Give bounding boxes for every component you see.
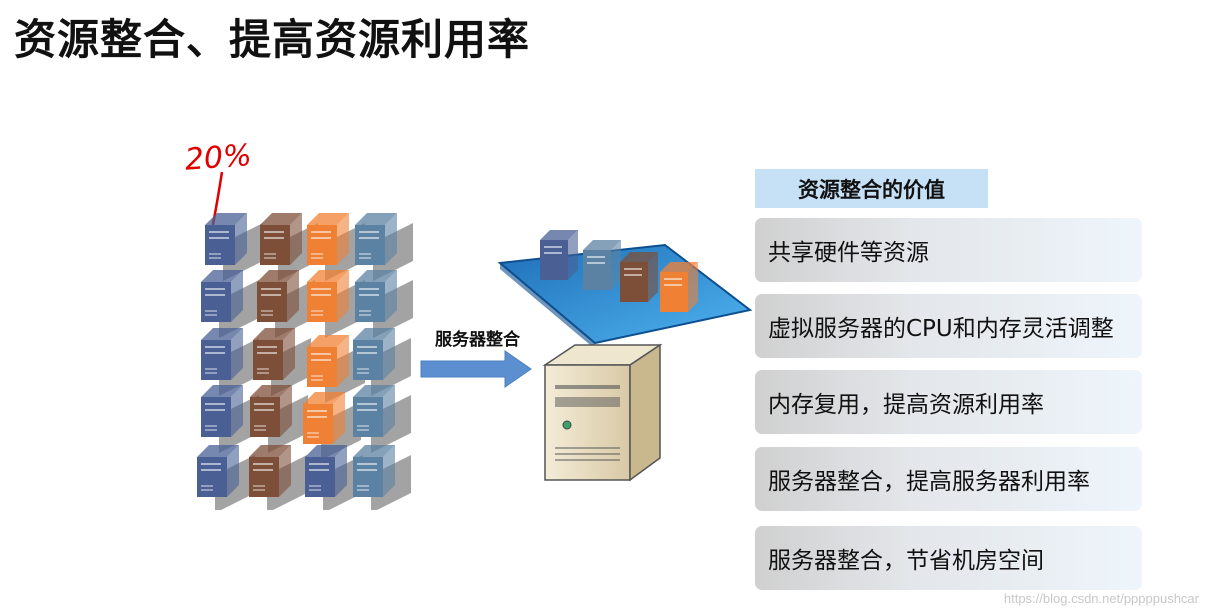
server-icon [583, 240, 621, 290]
handwritten-annotation: 20% [184, 140, 253, 241]
server-icon [197, 445, 255, 510]
tower-server-icon [542, 343, 663, 482]
value-item: 虚拟服务器的CPU和内存灵活调整 [755, 294, 1142, 358]
server-icon [660, 262, 698, 312]
server-icon [257, 270, 315, 338]
value-item: 内存复用，提高资源利用率 [755, 370, 1142, 434]
annotation-text: 20% [184, 140, 253, 178]
page-title: 资源整合、提高资源利用率 [14, 15, 531, 64]
server-icon [540, 230, 578, 280]
arrow-right-icon [420, 350, 532, 388]
value-item: 服务器整合，提高服务器利用率 [755, 447, 1142, 511]
server-icon [353, 445, 411, 510]
watermark: https://blog.csdn.net/pppppushcar [1003, 591, 1199, 606]
arrow-label: 服务器整合 [435, 330, 520, 350]
consolidation-arrow: 服务器整合 [415, 325, 540, 395]
server-icon [353, 385, 411, 453]
value-item: 服务器整合，节省机房空间 [755, 526, 1142, 590]
consolidated-server [497, 230, 753, 482]
server-icon [250, 385, 308, 453]
server-icon [355, 270, 413, 338]
server-grid [197, 213, 413, 510]
value-item: 共享硬件等资源 [755, 218, 1142, 282]
server-icon [201, 270, 259, 338]
value-panel-header: 资源整合的价值 [755, 169, 988, 208]
server-icon [249, 445, 307, 510]
server-icon [620, 252, 658, 302]
